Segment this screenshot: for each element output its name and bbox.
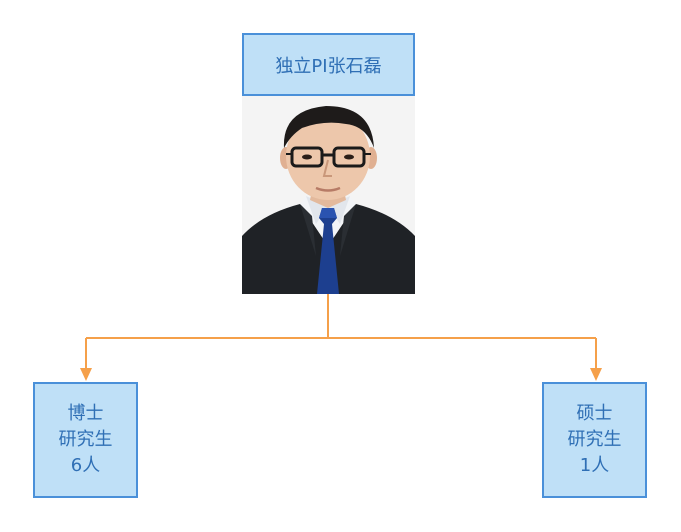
arrowhead-right-icon <box>590 368 602 381</box>
masters-student-label: 研究生 <box>567 429 622 450</box>
arrowhead-left-icon <box>80 368 92 381</box>
phd-degree-label: 博士 <box>67 403 104 424</box>
phd-count: 6人 <box>70 455 101 476</box>
masters-degree-label: 硕士 <box>576 403 613 424</box>
pi-title-box: 独立PI张石磊 <box>242 33 415 96</box>
phd-students-box: 博士 研究生 6人 <box>33 382 138 498</box>
portrait-image <box>242 96 415 294</box>
masters-students-box: 硕士 研究生 1人 <box>542 382 647 498</box>
masters-count: 1人 <box>579 455 610 476</box>
phd-student-label: 研究生 <box>58 429 113 450</box>
pi-portrait-photo <box>242 96 415 294</box>
pi-title: 独立PI张石磊 <box>275 55 382 77</box>
